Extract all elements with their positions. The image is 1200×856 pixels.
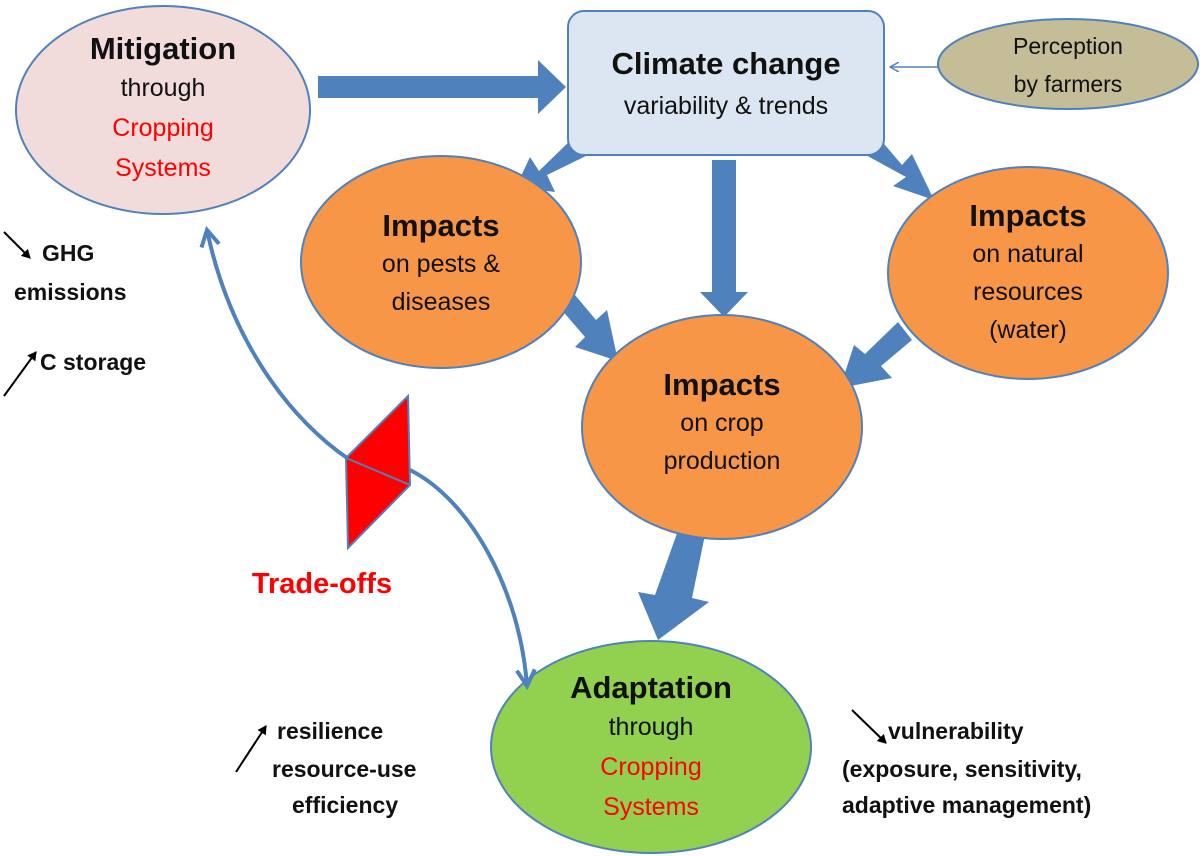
impacts-natural-label: Impacts on natural resources (water): [908, 197, 1148, 349]
arrow-climate-to-impacts-natural: [864, 138, 934, 200]
adaptation-node: [490, 640, 812, 854]
arrow-climate-to-impacts-crop: [700, 160, 748, 317]
mitigation-systems: Systems: [115, 154, 211, 182]
climate-change-title: Climate change: [611, 46, 841, 81]
impacts-crop-label: Impacts on crop production: [602, 366, 842, 480]
vulnerability-line3: adaptive management): [842, 792, 1092, 818]
mitigation-cropping: Cropping: [112, 114, 214, 142]
adaptation-title: Adaptation: [570, 670, 732, 705]
perception-line2: by farmers: [1013, 71, 1123, 97]
c-storage-label: C storage: [40, 349, 147, 375]
adaptation-through: through: [608, 713, 694, 741]
impacts-pests-node: [300, 155, 582, 369]
climate-change-label: Climate change variability & trends: [568, 43, 884, 127]
mitigation-title: Mitigation: [89, 31, 237, 66]
vulnerability-line2: (exposure, sensitivity,: [842, 756, 1082, 782]
arrow-pests-to-crop: [560, 295, 618, 361]
increase-arrow-c-storage: [3, 351, 37, 397]
climate-change-node: [567, 10, 885, 156]
impacts-pests-label: Impacts on pests & diseases: [321, 207, 561, 321]
impacts-natural-title: Impacts: [969, 198, 1087, 233]
resilience-line3: efficiency: [292, 792, 399, 818]
impacts-pests-title: Impacts: [382, 208, 500, 243]
impacts-natural-node: [887, 166, 1169, 380]
arrow-mitigation-to-climate: [318, 60, 566, 114]
tradeoff-shape-divider: [345, 457, 411, 486]
perception-node: [937, 18, 1199, 110]
increase-arrow-resilience: [235, 725, 267, 773]
resilience-line2: resource-use: [272, 756, 417, 782]
adaptation-cropping: Cropping: [600, 753, 702, 781]
tradeoffs-label: Trade-offs: [251, 568, 393, 600]
tradeoff-arc-upper: [207, 230, 352, 462]
resilience-line1: resilience: [277, 718, 384, 744]
impacts-crop-line2: on crop: [680, 409, 764, 437]
mitigation-label: Mitigation through Cropping Systems: [43, 30, 283, 188]
ghg-line1: GHG: [42, 240, 95, 266]
arrow-natural-to-crop: [840, 322, 912, 388]
perception-label: Perception by farmers: [948, 27, 1188, 103]
vulnerability-line1: vulnerability: [888, 718, 1024, 744]
impacts-crop-line3: production: [663, 447, 781, 475]
mitigation-through: through: [120, 74, 206, 102]
tradeoff-arc-lower: [409, 468, 527, 686]
impacts-crop-node: [581, 314, 863, 540]
decrease-arrow-ghg: [3, 231, 31, 259]
mitigation-node: [15, 5, 311, 215]
impacts-pests-line3: diseases: [391, 288, 491, 316]
arrow-crop-to-adaptation: [638, 525, 709, 640]
decrease-arrow-vulnerability: [851, 709, 887, 744]
perception-line1: Perception: [1013, 33, 1123, 59]
impacts-natural-line4: (water): [989, 316, 1067, 344]
adaptation-label: Adaptation through Cropping Systems: [531, 669, 771, 827]
impacts-natural-line2: on natural: [972, 240, 1084, 268]
impacts-natural-line3: resources: [973, 278, 1083, 306]
climate-change-subtitle: variability & trends: [623, 92, 829, 120]
impacts-pests-line2: on pests &: [381, 250, 501, 278]
ghg-line2: emissions: [14, 279, 127, 305]
impacts-crop-title: Impacts: [663, 367, 781, 402]
adaptation-systems: Systems: [603, 793, 699, 821]
